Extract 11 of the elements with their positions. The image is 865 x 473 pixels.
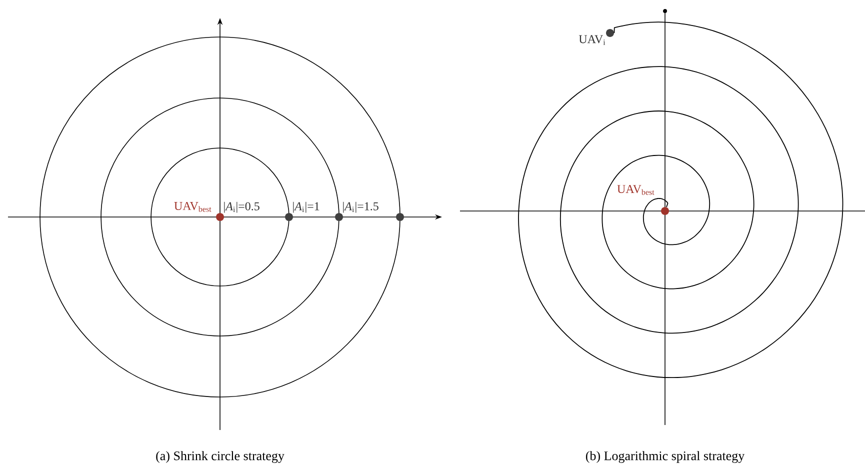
point-label: UAV$_{i}$	[578, 35, 606, 45]
spiral-curve	[518, 22, 844, 378]
point-label: |A$_{i}$|=0.5	[224, 202, 260, 213]
point-marker	[661, 207, 669, 215]
point-label: |A$_{i}$|=1.5	[343, 202, 378, 213]
point-label: UAV$_{best}$	[616, 184, 656, 196]
point-label: UAV$_{best}$	[174, 202, 212, 212]
caption: (a) Shrink circle strategy	[156, 451, 284, 463]
point-marker	[606, 29, 614, 37]
caption: (b) Logarithmic spiral strategy	[586, 451, 745, 463]
point-label: |A$_{i}$|=1	[293, 202, 320, 213]
